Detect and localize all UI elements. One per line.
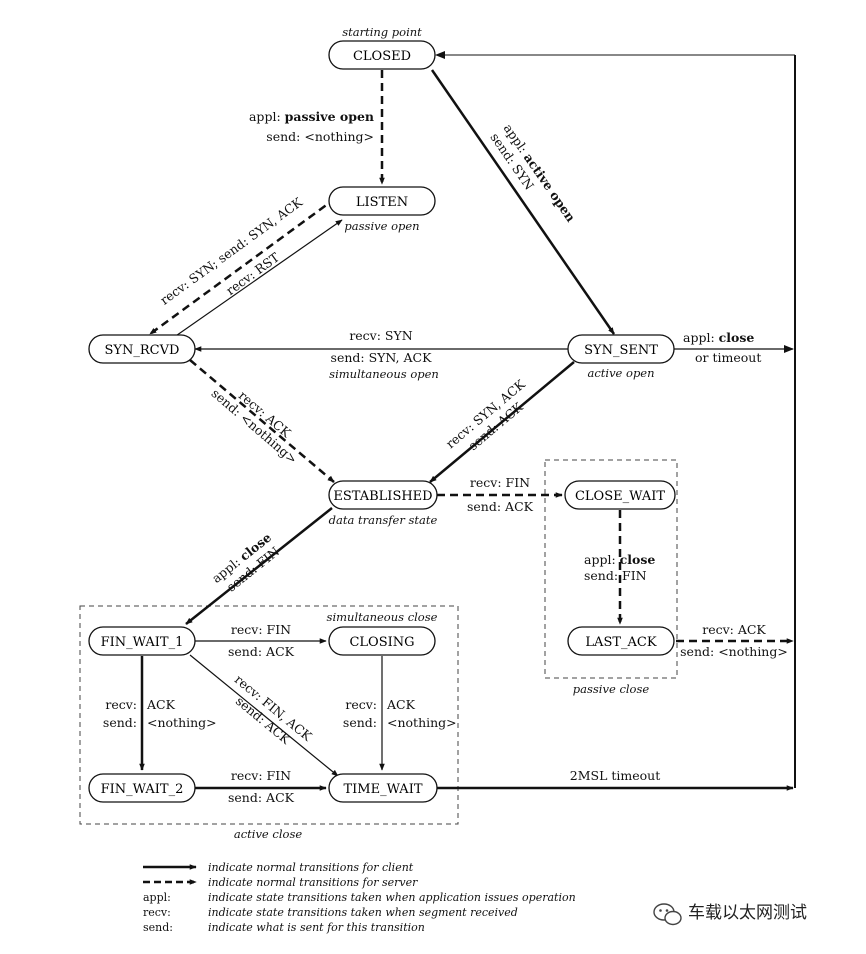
svg-text:SYN_RCVD: SYN_RCVD: [105, 343, 180, 358]
label-finwait1-finwait2-send-val: <nothing>: [147, 715, 217, 730]
label-established-closewait-recv: recv: FIN: [470, 475, 530, 490]
svg-text:ESTABLISHED: ESTABLISHED: [333, 489, 432, 504]
state-syn-rcvd: SYN_RCVD: [88, 334, 196, 364]
wechat-logo-icon: [653, 903, 682, 926]
simultaneous-close-label: simultaneous close: [327, 610, 438, 624]
legend: indicate normal transitions for client i…: [143, 861, 576, 934]
label-closing-timewait-send-val: <nothing>: [387, 715, 457, 730]
svg-text:LAST_ACK: LAST_ACK: [585, 635, 656, 650]
state-closed-note: starting point: [342, 25, 422, 39]
state-closing: CLOSING: [328, 626, 436, 656]
label-finwait1-closing-send: send: ACK: [228, 644, 295, 659]
label-finwait1-finwait2-recv-key: recv:: [105, 697, 137, 712]
label-closing-timewait-recv-key: recv:: [345, 697, 377, 712]
state-syn-sent: SYN_SENT: [567, 334, 675, 364]
label-finwait1-finwait2-recv-val: ACK: [146, 697, 176, 712]
legend-key-recv: recv:: [143, 906, 171, 919]
label-timewait-closed: 2MSL timeout: [570, 768, 660, 783]
label-closing-timewait-send-key: send:: [343, 715, 377, 730]
label-finwait2-timewait-recv: recv: FIN: [231, 768, 291, 783]
arrow-closed-to-synsent: [430, 69, 616, 335]
label-closing-timewait-recv-val: ACK: [386, 697, 416, 712]
state-fin-wait-2: FIN_WAIT_2: [88, 773, 196, 803]
state-closed: CLOSED: [328, 40, 436, 70]
svg-text:TIME_WAIT: TIME_WAIT: [343, 782, 422, 797]
state-established: ESTABLISHED: [328, 480, 438, 510]
state-close-wait: CLOSE_WAIT: [564, 480, 676, 510]
right-bus: [435, 51, 796, 788]
label-synsent-close-rest: or timeout: [695, 350, 761, 365]
svg-text:CLOSE_WAIT: CLOSE_WAIT: [575, 489, 665, 504]
state-time-wait: TIME_WAIT: [328, 773, 438, 803]
state-last-ack: LAST_ACK: [567, 626, 675, 656]
arrow-synrcvd-to-established: [189, 359, 335, 483]
label-closewait-lastack-appl: appl: close: [584, 552, 655, 567]
label-finwait2-timewait-send: send: ACK: [228, 790, 295, 805]
label-synsent-synrcvd-send: send: SYN, ACK: [331, 350, 433, 365]
watermark-text: 车载以太网测试: [688, 903, 807, 923]
state-established-note: data transfer state: [329, 513, 438, 527]
label-finwait1-finwait2-send-key: send:: [103, 715, 137, 730]
state-listen-note: passive open: [344, 219, 419, 233]
state-fin-wait-1: FIN_WAIT_1: [88, 626, 196, 656]
legend-item-client: indicate normal transitions for client: [208, 861, 414, 874]
state-syn-sent-note: active open: [587, 366, 654, 380]
legend-item-send: indicate what is sent for this transitio…: [208, 921, 425, 934]
label-finwait1-closing-recv: recv: FIN: [231, 622, 291, 637]
label-closed-listen-appl: appl: passive open: [249, 109, 374, 124]
arrow-synrcvd-to-listen: [169, 219, 343, 341]
legend-item-appl: indicate state transitions taken when ap…: [208, 891, 576, 904]
active-close-box: [79, 605, 459, 825]
svg-text:CLOSED: CLOSED: [353, 49, 411, 64]
svg-text:CLOSING: CLOSING: [349, 635, 414, 650]
legend-key-send: send:: [143, 921, 173, 934]
label-closewait-lastack-send: send: FIN: [584, 568, 647, 583]
passive-close-label: passive close: [573, 682, 650, 696]
active-close-label: active close: [234, 827, 302, 841]
svg-text:SYN_SENT: SYN_SENT: [584, 343, 658, 358]
legend-key-appl: appl:: [143, 891, 171, 904]
arrow-synsent-to-established: [429, 361, 575, 483]
label-synsent-synrcvd-note: simultaneous open: [329, 367, 439, 381]
arrow-listen-to-synrcvd: [149, 196, 337, 336]
label-synsent-synrcvd-recv: recv: SYN: [349, 328, 412, 343]
state-listen: LISTEN: [328, 186, 436, 216]
arrow-established-to-finwait1: [185, 507, 333, 625]
svg-text:FIN_WAIT_2: FIN_WAIT_2: [101, 782, 184, 797]
arrow-finwait1-to-timewait: [189, 654, 339, 777]
svg-text:LISTEN: LISTEN: [356, 195, 408, 210]
label-lastack-closed-send: send: <nothing>: [680, 644, 788, 659]
label-closed-listen-send: send: <nothing>: [266, 129, 374, 144]
label-established-closewait-send: send: ACK: [467, 499, 534, 514]
watermark: 车载以太网测试: [653, 903, 807, 926]
legend-item-server: indicate normal transitions for server: [208, 876, 418, 889]
label-synsent-close-appl: appl: close: [683, 330, 754, 345]
label-lastack-closed-recv: recv: ACK: [702, 622, 766, 637]
legend-item-recv: indicate state transitions taken when se…: [208, 906, 518, 919]
passive-close-box: [544, 459, 678, 679]
svg-text:FIN_WAIT_1: FIN_WAIT_1: [101, 635, 184, 650]
